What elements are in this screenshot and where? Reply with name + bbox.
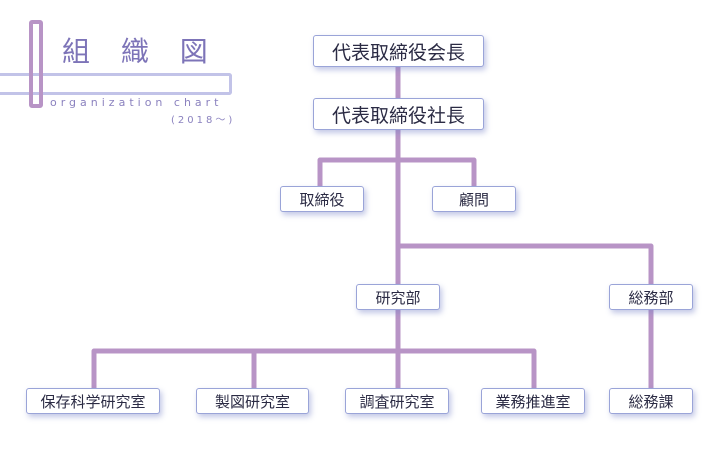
header-deco-vertical — [29, 20, 43, 108]
lab-branch-line — [91, 348, 537, 391]
board-branch-line — [317, 157, 477, 189]
page-year: (2018～) — [171, 115, 236, 126]
header-deco-horizontal — [0, 73, 232, 95]
node-director: 取締役 — [280, 186, 364, 212]
node-advisor: 顧問 — [432, 186, 516, 212]
node-survey-lab: 調査研究室 — [345, 388, 449, 414]
node-research-dept: 研究部 — [356, 284, 440, 310]
node-drafting-lab: 製図研究室 — [196, 388, 309, 414]
node-president: 代表取締役社長 — [313, 98, 484, 130]
page-subtitle: organization chart — [50, 96, 223, 109]
node-chairman: 代表取締役会長 — [313, 35, 484, 67]
node-general-affairs-dept: 総務部 — [609, 284, 693, 310]
node-business-office: 業務推進室 — [481, 388, 585, 414]
node-general-affairs-section: 総務課 — [609, 388, 693, 414]
node-preservation-lab: 保存科学研究室 — [26, 388, 160, 414]
page-title: 組 織 図 — [62, 35, 219, 68]
general-branch-line — [395, 243, 654, 405]
